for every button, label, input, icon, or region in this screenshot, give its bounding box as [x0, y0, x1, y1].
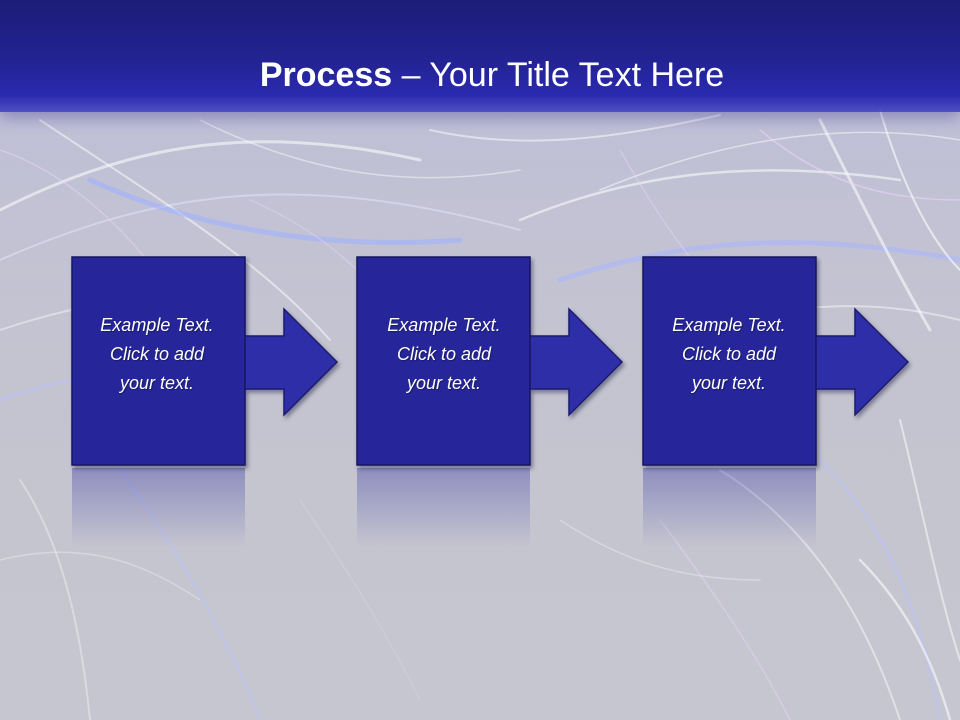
step-3-line-2: Click to add [681, 344, 777, 364]
right-arrow-icon [522, 307, 624, 417]
right-arrow-icon [237, 307, 339, 417]
right-arrow-icon [808, 307, 910, 417]
reflections [72, 468, 816, 548]
step-text-1[interactable]: Example Text. Click to add your text. [70, 311, 244, 398]
title-bold: Process [259, 56, 393, 94]
step-2-line-2: Click to add [396, 344, 492, 364]
step-1-line-3: your text. [119, 373, 195, 393]
process-step-1[interactable] [71, 256, 339, 466]
step-text-3[interactable]: Example Text. Click to add your text. [642, 311, 816, 398]
step-box-3 [642, 256, 817, 466]
process-step-2[interactable] [356, 256, 624, 466]
step-1-line-1: Example Text. [100, 315, 214, 335]
title-rest: – Your Title Text Here [392, 56, 725, 94]
title-band [0, 0, 960, 112]
step-box-2 [356, 256, 531, 466]
process-step-3[interactable] [642, 256, 910, 466]
step-2-line-3: your text. [406, 373, 482, 393]
step-3-line-1: Example Text. [672, 315, 786, 335]
step-box-1 [71, 256, 246, 466]
slide-title[interactable]: Process – Your Title Text Here [0, 52, 960, 98]
step-3-line-3: your text. [691, 373, 767, 393]
step-2-line-1: Example Text. [387, 315, 501, 335]
step-text-2[interactable]: Example Text. Click to add your text. [357, 311, 531, 398]
step-1-line-2: Click to add [109, 344, 205, 364]
